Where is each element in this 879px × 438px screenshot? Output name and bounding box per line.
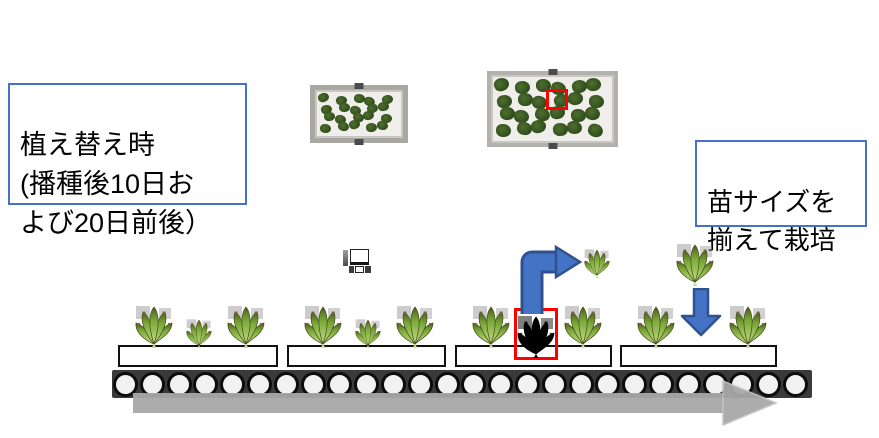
seedling-blob [336,120,350,133]
seedling-blob [583,105,601,122]
seedling-blob [317,92,331,104]
roller-circle [541,371,567,397]
seedling-blob [585,77,602,92]
seedling-blob [493,77,511,94]
photo-clip [548,143,557,149]
seedling-blob [566,120,583,135]
lettuce-plant-icon [581,265,613,282]
cultivation-panel [455,345,612,367]
lettuce-plant-icon [392,304,438,348]
seedling-blob [319,123,332,134]
icon-screen [350,249,369,265]
seedling-blob [323,111,336,122]
roller-circle [756,371,782,397]
lettuce-plant-icon [352,318,384,348]
seedling-tray-photo-early [310,83,408,145]
lettuce-plant-icon [672,273,718,290]
lettuce-plant-icon [131,304,177,348]
cultivation-panel [620,345,777,367]
roller-circle [488,371,514,397]
selected-seedling-highlight [546,89,568,110]
lettuce-plant-icon [300,304,346,348]
photo-clip [354,139,364,145]
lettuce-plant-icon [725,304,771,348]
icon-foot [365,266,371,273]
seedling-blob [376,120,389,131]
tray-surface [315,90,403,138]
seedling-blob [347,118,361,131]
icon-bar [343,250,348,266]
icon-foot [355,266,364,273]
icon-foot [349,266,354,273]
broken-image-icon [343,249,375,275]
roller-circle [113,371,138,397]
uniform-size-note: 苗サイズを 揃えて栽培 [695,140,867,255]
photo-clip [354,83,364,89]
uniform-size-note-text: 苗サイズを 揃えて栽培 [707,187,837,255]
transplant-timing-note: 植え替え時 (播種後10日お よび20日前後） [8,83,247,238]
lettuce-plant-icon [183,318,215,348]
replacement-seedling [672,242,718,286]
flow-direction-arrow-icon [133,379,778,427]
seedling-blob [551,122,569,137]
cultivation-panel [287,345,446,367]
seedling-blob [586,122,605,139]
roller-circle [139,371,165,397]
lifted-small-seedling [581,248,613,278]
lettuce-plant-icon [223,304,269,348]
cultivation-panel [118,345,278,367]
roller-circle [782,371,808,397]
seedling-tray-photo-later [487,69,618,149]
lettuce-plant-icon [633,304,679,348]
lift-out-bent-arrow-icon [520,244,583,314]
seedling-blob [495,123,512,138]
seedling-blob [377,101,390,112]
photo-clip [548,69,557,75]
seedling-blob [338,102,350,113]
roller-circle [300,371,326,397]
transplant-timing-note-text: 植え替え時 (播種後10日お よび20日前後） [20,130,213,238]
insert-down-arrow-icon [680,288,722,337]
seedling-blob [566,90,584,107]
